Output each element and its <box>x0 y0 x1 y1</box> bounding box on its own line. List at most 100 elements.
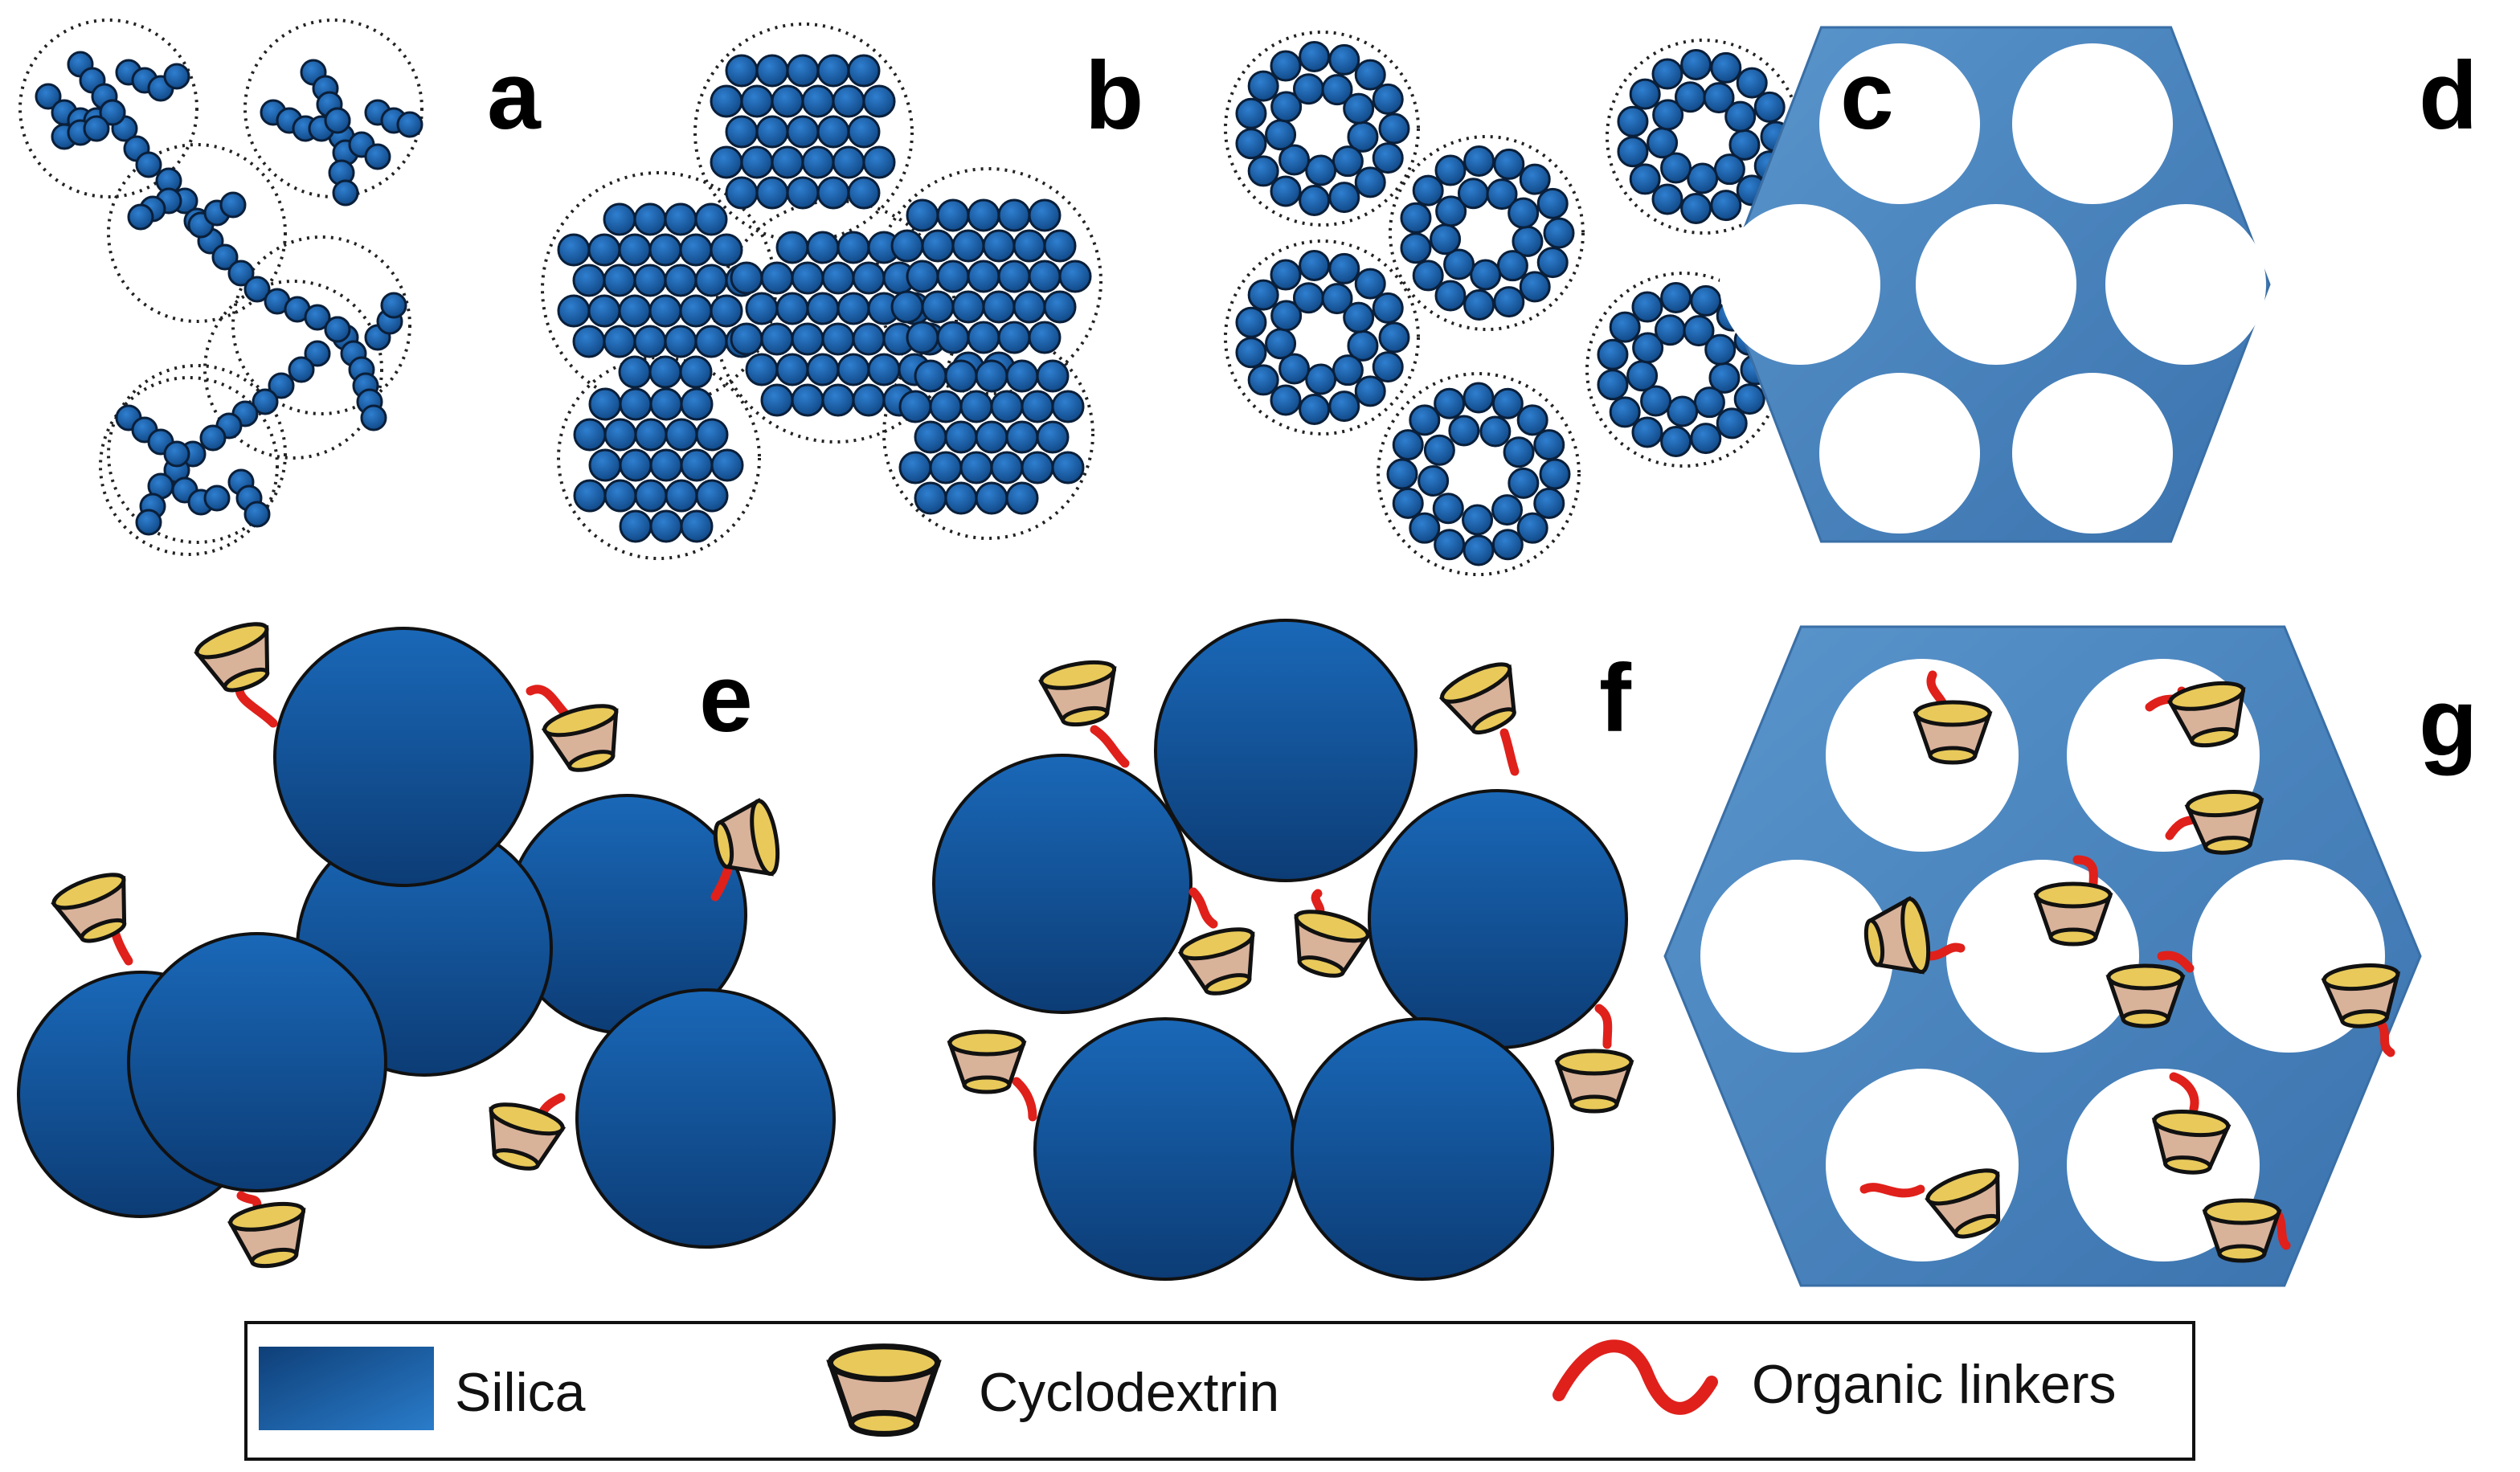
silica-bead <box>1354 166 1386 198</box>
panel-label-b: b <box>1085 42 1143 149</box>
cluster-outline <box>557 356 761 560</box>
silica-bead <box>252 388 279 415</box>
silica-bead <box>806 231 840 264</box>
silica-bead <box>1543 217 1575 249</box>
cyclodextrin-shape <box>1283 906 1370 983</box>
cluster-outline <box>1377 372 1581 576</box>
silica-bead <box>959 390 993 423</box>
silica-bead <box>1479 415 1512 448</box>
silica-bead <box>740 145 774 179</box>
silica-bead <box>1292 282 1324 314</box>
silica-bead <box>1443 248 1475 280</box>
organic-linker <box>2169 1072 2199 1114</box>
silica-bead <box>1434 529 1466 561</box>
silica-bead <box>1247 155 1279 187</box>
silica-bead <box>1372 142 1404 174</box>
cyclodextrin-shape <box>1039 658 1123 730</box>
silica-bead <box>633 264 667 297</box>
silica-bead <box>618 355 652 389</box>
silica-bead <box>603 264 636 297</box>
silica-bead <box>760 383 794 417</box>
silica-bead <box>745 292 779 325</box>
silica-bead <box>1597 369 1629 401</box>
silica-bead <box>1235 337 1267 369</box>
silica-bead <box>694 325 728 358</box>
silica-bead <box>710 84 743 118</box>
cluster-outline <box>18 18 198 198</box>
silica-bead <box>997 321 1031 354</box>
silica-bead <box>648 355 682 389</box>
silica-bead <box>959 451 993 485</box>
silica-bead <box>1434 387 1466 419</box>
silica-swatch <box>259 1347 434 1430</box>
silica-bead <box>1651 58 1683 90</box>
silica-bead <box>1247 279 1279 311</box>
silica-bead <box>1493 286 1525 318</box>
legend-linkers-label: Organic linkers <box>1752 1354 2117 1415</box>
silica-bead <box>906 198 939 232</box>
silica-bead <box>914 420 947 454</box>
panel-b-dense-silica-clusters <box>541 22 1102 560</box>
cyclodextrin-cone <box>1039 658 1123 730</box>
silica-bead <box>1434 154 1467 186</box>
silica-bead <box>1491 494 1524 526</box>
cluster-outline <box>1389 135 1585 331</box>
silica-bead <box>967 198 1000 232</box>
silica-bead <box>1328 252 1360 284</box>
silica-bead <box>837 353 870 386</box>
silica-bead <box>914 359 947 393</box>
silica-bead <box>1299 185 1331 217</box>
silica-bead <box>710 145 743 179</box>
silica-bead <box>1463 145 1495 177</box>
silica-bead <box>791 261 824 295</box>
silica-bead <box>587 233 621 267</box>
silica-bead <box>304 304 331 331</box>
silica-bead <box>1392 429 1424 461</box>
silica-bead <box>1690 423 1722 455</box>
silica-bead <box>1626 360 1659 392</box>
silica-bead <box>914 481 947 515</box>
cyclodextrin-cone <box>228 1200 312 1272</box>
cyclodextrin-shape <box>1557 1051 1631 1111</box>
silica-bead <box>332 179 359 206</box>
silica-bead <box>99 99 126 126</box>
silica-bead <box>679 355 713 389</box>
silica-bead <box>975 359 1008 393</box>
silica-bead <box>1674 81 1706 113</box>
silica-bead <box>806 353 840 386</box>
silica-bead <box>618 294 652 328</box>
silica-bead <box>1519 163 1551 195</box>
organic-linker <box>1859 1183 1925 1198</box>
silica-bead <box>695 479 729 513</box>
silica-bead <box>1265 119 1297 151</box>
silica-bead <box>771 145 804 179</box>
silica-bead <box>832 145 865 179</box>
silica-bead <box>649 387 683 421</box>
silica-bead <box>1247 364 1279 396</box>
framework-pore <box>1819 373 1980 534</box>
silica-bead <box>929 451 963 485</box>
silica-bead <box>1299 40 1331 72</box>
cyclodextrin-shape <box>478 1098 565 1176</box>
silica-bead <box>1005 481 1039 515</box>
silica-bead <box>975 481 1008 515</box>
framework-pore <box>1826 1069 2019 1261</box>
silica-bead <box>619 448 652 482</box>
framework-pore <box>2105 204 2266 365</box>
silica-bead <box>664 264 698 297</box>
silica-bead <box>806 292 840 325</box>
silica-bead <box>847 176 881 210</box>
silica-bead <box>648 294 682 328</box>
silica-bead <box>1631 291 1663 323</box>
silica-bead <box>1412 260 1444 292</box>
silica-bead <box>1247 70 1279 102</box>
silica-bead <box>135 151 162 178</box>
framework-pore <box>1826 659 2019 852</box>
silica-bead <box>1609 396 1641 428</box>
silica-bead <box>573 418 607 452</box>
silica-bead <box>619 509 652 543</box>
silica-bead <box>572 325 606 358</box>
silica-bead <box>1683 315 1715 347</box>
silica-bead <box>1354 375 1386 407</box>
silica-bead <box>1332 145 1364 178</box>
